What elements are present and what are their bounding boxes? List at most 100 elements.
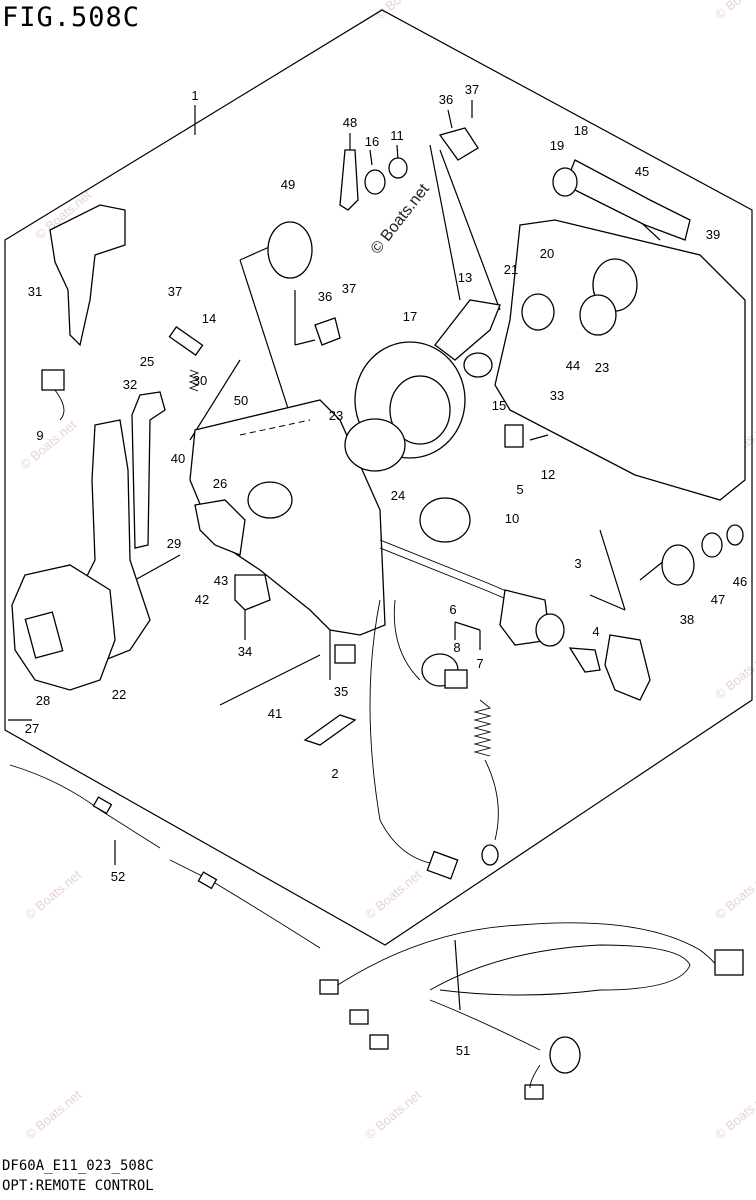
bracket [234,574,271,611]
callout-19: 19 [550,138,564,153]
callout-4: 4 [592,624,599,639]
callout-46: 46 [733,574,747,589]
callout-30: 30 [193,373,207,388]
lever-cover [11,564,116,691]
callout-13: 13 [458,270,472,285]
shift-arm [339,149,359,211]
callout-22: 22 [112,687,126,702]
callout-49: 49 [281,177,295,192]
screw-12 [529,434,549,441]
watermark: © Boats.net [712,1087,756,1143]
washer-47 [701,532,723,558]
callout-31: 31 [28,284,42,299]
callout-24: 24 [391,488,405,503]
pin [168,326,204,356]
callout-2: 2 [331,766,338,781]
gear-21 [521,293,555,331]
detent-plate [194,499,246,556]
callout-51: 51 [456,1043,470,1058]
grommet-38 [661,544,695,586]
callout-45: 45 [635,164,649,179]
callout-16: 16 [365,134,379,149]
callout-5: 5 [516,482,523,497]
main-harness [329,922,721,991]
harness-connector [426,850,459,880]
switch-5 [504,424,524,448]
callout-23b: 23 [595,360,609,375]
callout-35: 35 [334,684,348,699]
callout-34: 34 [238,644,252,659]
stopper [463,352,493,378]
assembly-boundary [4,9,753,946]
watermark: © Boats.net [372,0,434,22]
washer-11 [388,157,408,179]
callout-20: 20 [540,246,554,261]
callout-32: 32 [123,377,137,392]
watermark: © Boats.net [712,0,756,22]
side-plate [494,219,746,501]
callout-15: 15 [492,398,506,413]
callout-10: 10 [505,511,519,526]
callout-26: 26 [213,476,227,491]
callout-36a: 36 [439,92,453,107]
callout-52: 52 [111,869,125,884]
callout-44: 44 [566,358,580,373]
friction-assembly [267,221,313,279]
callout-28: 28 [36,693,50,708]
figure-title: FIG.508C [2,2,141,33]
plate [303,714,357,746]
clip [334,644,356,664]
watermark: © Boats.net [22,867,84,923]
callout-11: 11 [390,128,404,143]
lock-lever [131,391,166,549]
callout-14: 14 [202,311,216,326]
key-switch-face [535,613,565,647]
watermark: © Boats.net [17,417,79,473]
callout-42: 42 [195,592,209,607]
callout-9: 9 [36,428,43,443]
lever-cover-badge [24,611,64,659]
callout-3: 3 [574,556,581,571]
callout-7: 7 [476,656,483,671]
callout-27: 27 [25,721,39,736]
figure-code: DF60A_E11_023_508C [2,1158,154,1174]
callout-50: 50 [234,393,248,408]
washer-16 [364,169,386,195]
callout-43: 43 [214,573,228,588]
stop-switch-body [444,669,468,689]
key-cap [604,634,651,701]
control-disc-hub [389,375,451,445]
callout-48: 48 [343,115,357,130]
callout-41: 41 [268,706,282,721]
harness-wires [379,539,519,601]
neutral-switch [41,369,65,391]
callout-29: 29 [167,536,181,551]
callout-17: 17 [403,309,417,324]
throttle-arm [434,299,501,361]
callout-39: 39 [706,227,720,242]
link-36 [438,127,479,161]
callout-38: 38 [680,612,694,627]
callout-40: 40 [171,451,185,466]
callout-33: 33 [550,388,564,403]
leader-lines [8,100,666,1011]
callout-47: 47 [711,592,725,607]
callout-37b: 37 [168,284,182,299]
callout-21: 21 [504,262,518,277]
spring [188,369,200,392]
callout-23a: 23 [329,408,343,423]
callout-labels: 1 2 3 4 5 6 7 8 9 10 11 12 13 14 15 16 1… [25,82,747,1058]
control-cable [9,764,161,849]
callout-12: 12 [541,467,555,482]
gear-cover [247,481,293,519]
warning-buzzer [419,497,471,543]
callout-37a: 37 [465,82,479,97]
callout-25: 25 [140,354,154,369]
callout-6: 6 [449,602,456,617]
harness-plug [549,1036,581,1074]
callout-1: 1 [191,88,198,103]
long-bolt [219,654,321,706]
bearing [579,294,617,336]
lanyard-clip [481,844,499,866]
